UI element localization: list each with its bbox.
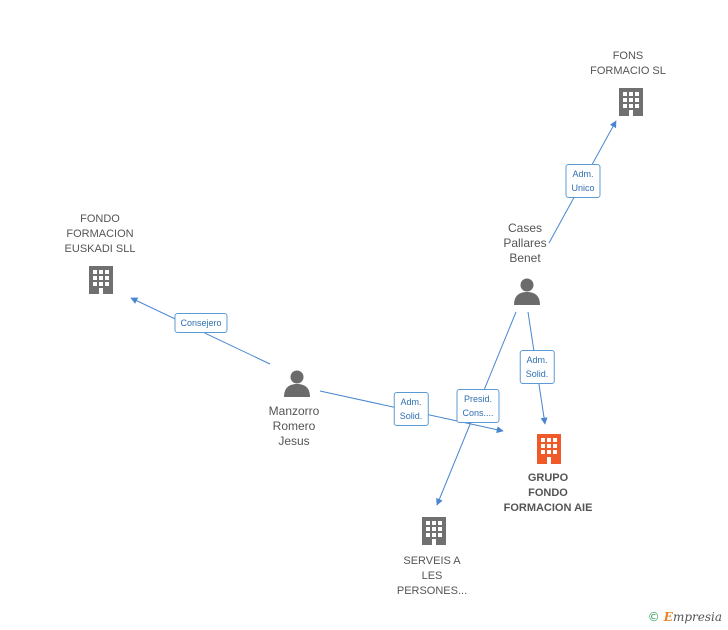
relation-label-adm-solid-cases[interactable]: Adm. Solid. xyxy=(519,350,555,384)
relation-label-consejero[interactable]: Consejero xyxy=(174,313,228,333)
node-label-manzorro[interactable]: Manzorro Romero Jesus xyxy=(268,404,320,448)
node-label-serveis[interactable]: SERVEIS A LES PERSONES... xyxy=(396,555,468,597)
node-label-fons-formacio[interactable]: FONS FORMACIO SL xyxy=(590,50,666,77)
copyright-symbol: © xyxy=(647,610,660,624)
building-icon[interactable] xyxy=(534,432,564,466)
node-label-fondo-euskadi[interactable]: FONDO FORMACION EUSKADI SLL xyxy=(64,213,136,255)
brand-footer: ©Empresia xyxy=(648,610,722,624)
node-label-cases-pallares[interactable]: Cases Pallares Benet xyxy=(503,221,547,265)
relation-label-adm-unico[interactable]: Adm. Unico xyxy=(565,164,601,198)
building-icon[interactable] xyxy=(86,264,116,296)
relation-label-adm-solid-manzorro[interactable]: Adm. Solid. xyxy=(393,392,429,426)
brand-logo-initial: E xyxy=(663,610,673,624)
brand-logo-text: mpresia xyxy=(672,610,722,624)
building-icon[interactable] xyxy=(616,86,646,118)
building-icon[interactable] xyxy=(419,515,449,547)
person-icon[interactable] xyxy=(282,368,312,398)
relation-label-presid-cons[interactable]: Presid. Cons.... xyxy=(456,389,500,423)
node-label-grupo-fondo[interactable]: GRUPO FONDO FORMACION AIE xyxy=(503,472,593,514)
person-icon[interactable] xyxy=(512,276,542,306)
